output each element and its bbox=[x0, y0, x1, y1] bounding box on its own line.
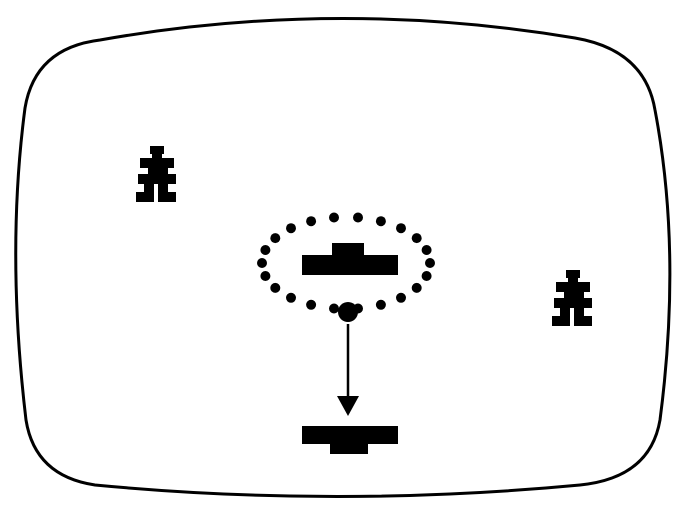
ring-dot bbox=[329, 212, 339, 223]
alien-invader-left bbox=[136, 146, 176, 202]
ring-dot bbox=[421, 271, 432, 281]
ring-dot bbox=[411, 233, 422, 244]
player-ship-upper bbox=[302, 243, 398, 275]
ring-dot bbox=[396, 292, 406, 303]
downward-arrow-icon bbox=[337, 324, 359, 416]
ring-dot bbox=[257, 258, 267, 268]
ring-dot bbox=[396, 223, 406, 234]
ring-dot bbox=[286, 292, 296, 303]
dropping-bomb-icon bbox=[338, 302, 358, 322]
ring-dot bbox=[306, 299, 317, 310]
ring-dot bbox=[421, 245, 432, 255]
ring-dot bbox=[260, 271, 271, 281]
player-ship-lower bbox=[302, 426, 398, 454]
alien-invader-right bbox=[552, 270, 592, 326]
ring-dot bbox=[306, 216, 317, 227]
ring-dot bbox=[260, 245, 271, 255]
ring-dot bbox=[353, 212, 363, 223]
crt-screen-border bbox=[14, 17, 672, 498]
ring-dot bbox=[375, 299, 386, 310]
ring-dot bbox=[286, 223, 296, 234]
ring-dot bbox=[329, 303, 339, 314]
ring-dot bbox=[425, 258, 435, 268]
ring-dot bbox=[270, 233, 281, 244]
ring-dot bbox=[411, 282, 422, 293]
ring-dot bbox=[270, 282, 281, 293]
ring-dot bbox=[375, 216, 386, 227]
